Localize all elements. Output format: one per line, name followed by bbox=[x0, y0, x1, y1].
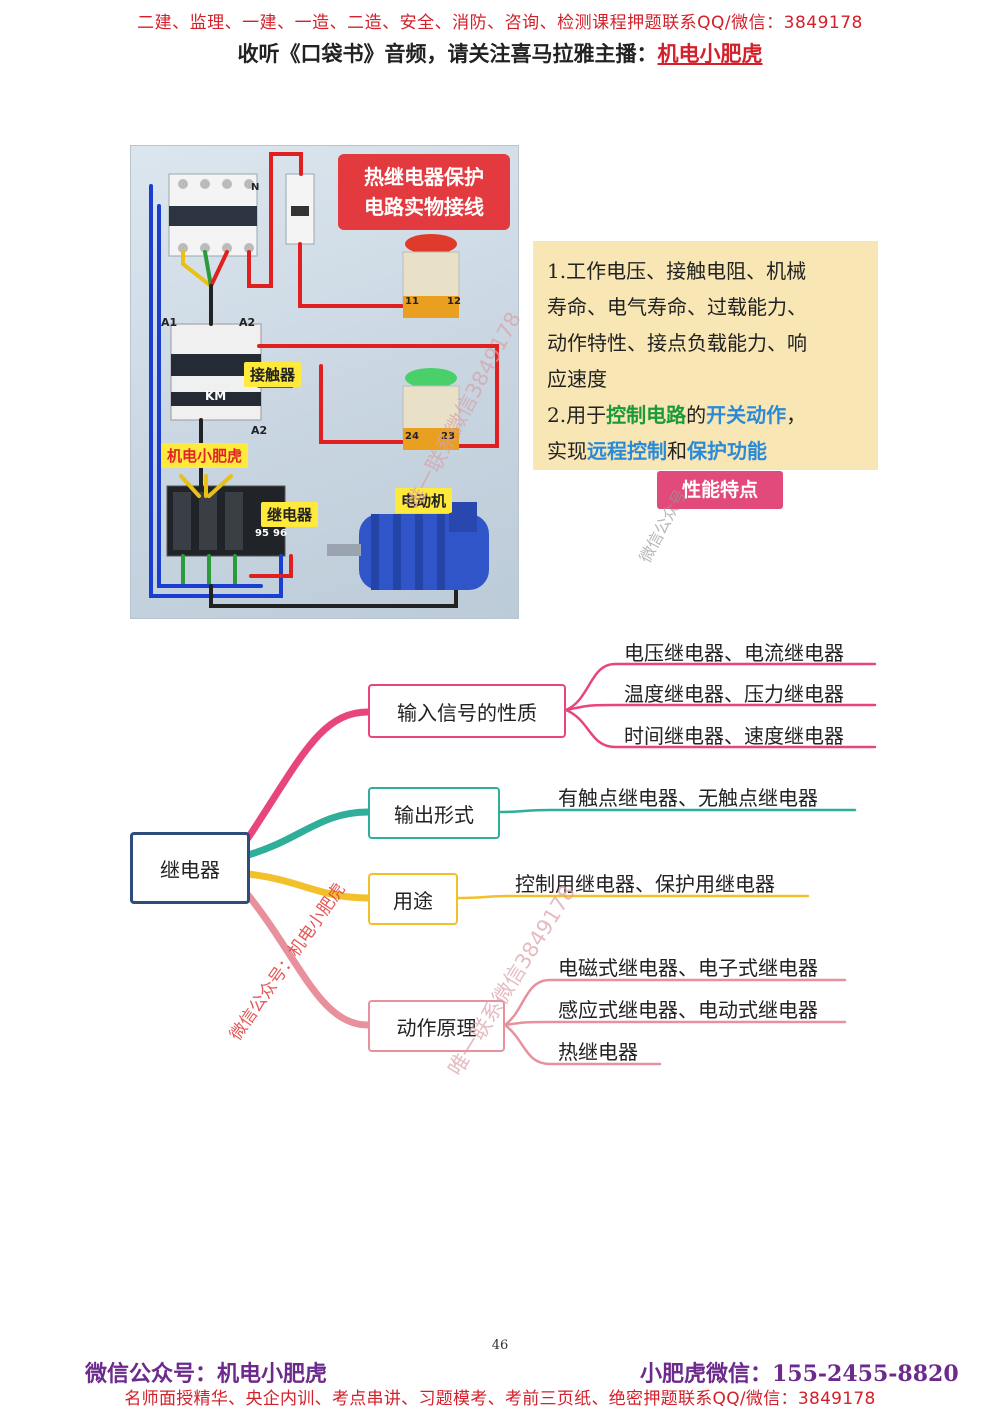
char-highlight-green: 控制电路 bbox=[606, 403, 687, 427]
char-text: 2.用于 bbox=[547, 403, 607, 427]
mindmap-leaf: 有触点继电器、无触点继电器 bbox=[558, 786, 818, 810]
mindmap-branch-input: 输入信号的性质 bbox=[368, 684, 566, 738]
contactor-label: 接触器 bbox=[244, 362, 302, 387]
brand-label: 机电小肥虎 bbox=[161, 443, 249, 468]
motor-label: 电动机 bbox=[395, 488, 453, 513]
terminal-label: 12 bbox=[447, 296, 461, 307]
mindmap-root: 继电器 bbox=[130, 832, 250, 904]
char-line: 应速度 bbox=[547, 367, 607, 391]
mindmap-leaf: 感应式继电器、电动式继电器 bbox=[558, 998, 818, 1022]
footer-promo-line: 名师面授精华、央企内训、考点串讲、习题模考、考前三页纸、绝密押题联系QQ/微信：… bbox=[124, 1389, 876, 1409]
photo-title-line1: 热继电器保护 bbox=[364, 165, 484, 189]
char-line: 寿命、电气寿命、过载能力、 bbox=[547, 295, 807, 319]
terminal-label: A2 bbox=[251, 424, 268, 437]
mindmap-leaf: 控制用继电器、保护用继电器 bbox=[515, 872, 775, 896]
footer-wechat-contact: 小肥虎微信：155-2455-8820 bbox=[640, 1361, 959, 1387]
terminal-label: 95 bbox=[255, 528, 269, 539]
char-text: 实现 bbox=[547, 439, 587, 463]
mindmap-branch-usage: 用途 bbox=[368, 873, 458, 925]
pushbutton-stop bbox=[402, 234, 460, 318]
mindmap-leaf: 电压继电器、电流继电器 bbox=[624, 641, 844, 665]
char-text: 的 bbox=[686, 403, 707, 427]
char-text: ， bbox=[786, 403, 807, 427]
mindmap-branch-principle: 动作原理 bbox=[368, 1000, 505, 1052]
mindmap-branch-output: 输出形式 bbox=[368, 787, 500, 839]
char-text: 和 bbox=[667, 439, 687, 463]
char-highlight-blue: 远程控制 bbox=[587, 439, 667, 463]
char-line: 实现远程控制和保护功能 bbox=[547, 433, 864, 469]
mindmap-leaf: 热继电器 bbox=[558, 1040, 638, 1064]
mindmap-leaf: 温度继电器、压力继电器 bbox=[624, 682, 844, 706]
pushbutton-start bbox=[402, 368, 460, 450]
host-name-link[interactable]: 机电小肥虎 bbox=[657, 41, 763, 66]
terminal-label: KM bbox=[205, 389, 227, 403]
footer-wechat-account: 微信公众号：机电小肥虎 bbox=[85, 1361, 328, 1387]
terminal-label: A2 bbox=[239, 316, 256, 329]
wiring-photo: 热继电器保护 电路实物接线 A1 A2 N KM A2 95 96 11 12 … bbox=[130, 145, 519, 619]
relay-label: 继电器 bbox=[261, 502, 319, 527]
characteristics-tag: 性能特点 bbox=[657, 471, 783, 509]
char-line: 2.用于控制电路的开关动作， bbox=[547, 397, 864, 433]
char-line: 动作特性、接点负载能力、响 bbox=[547, 331, 807, 355]
header-promo-line: 二建、监理、一建、一造、二造、安全、消防、咨询、检测课程押题联系QQ/微信：38… bbox=[137, 13, 863, 33]
motor bbox=[327, 502, 489, 590]
terminal-label: A1 bbox=[161, 316, 178, 329]
header-audio-line: 收听《口袋书》音频，请关注喜马拉雅主播：机电小肥虎 bbox=[0, 38, 1000, 68]
terminal-label: 24 bbox=[405, 431, 419, 442]
terminal-label: 96 bbox=[273, 528, 287, 539]
char-highlight-blue: 开关动作 bbox=[706, 403, 787, 427]
page-number: 46 bbox=[491, 1338, 509, 1353]
terminal-label: 23 bbox=[441, 431, 455, 442]
characteristics-box: 1.工作电压、接触电阻、机械 寿命、电气寿命、过载能力、 动作特性、接点负载能力… bbox=[533, 241, 878, 470]
mindmap-leaf: 电磁式继电器、电子式继电器 bbox=[558, 956, 818, 980]
mindmap-leaf: 时间继电器、速度继电器 bbox=[624, 724, 844, 748]
photo-title: 热继电器保护 电路实物接线 bbox=[338, 154, 510, 230]
char-highlight-blue: 保护功能 bbox=[687, 439, 767, 463]
terminal-label: N bbox=[251, 182, 260, 193]
wiring-illustration bbox=[149, 152, 499, 608]
photo-title-line2: 电路实物接线 bbox=[364, 195, 484, 219]
breaker-handles bbox=[169, 206, 257, 226]
char-line: 1.工作电压、接触电阻、机械 bbox=[547, 259, 807, 283]
terminal-label: 11 bbox=[405, 296, 419, 307]
audio-prefix: 收听《口袋书》音频，请关注喜马拉雅主播： bbox=[237, 41, 658, 66]
